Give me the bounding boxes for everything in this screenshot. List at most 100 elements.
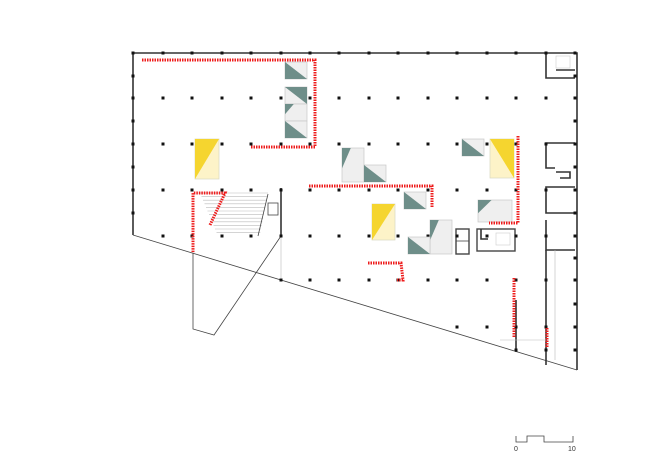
column (190, 96, 194, 100)
column (573, 188, 577, 192)
column (396, 51, 400, 55)
core-shaft (461, 138, 485, 157)
column (131, 142, 135, 146)
atrium-void (489, 138, 515, 179)
column (279, 188, 283, 192)
column (544, 96, 548, 100)
column (279, 51, 283, 55)
triangle-marker (285, 121, 307, 138)
column (426, 142, 430, 146)
column (573, 211, 577, 215)
column (367, 234, 371, 238)
column (308, 188, 312, 192)
column (131, 165, 135, 169)
triangle-marker (408, 237, 430, 254)
core-shaft (363, 164, 387, 183)
column (455, 278, 459, 282)
column (426, 188, 430, 192)
column (514, 234, 518, 238)
auditorium-stairs (200, 188, 282, 237)
scale-end-label: 10 (568, 446, 576, 453)
column (573, 51, 577, 55)
barrier-line (489, 136, 520, 225)
column (220, 234, 224, 238)
column (573, 348, 577, 352)
column (514, 96, 518, 100)
column (161, 142, 165, 146)
triangle-marker (342, 148, 351, 169)
core-shaft (407, 236, 431, 255)
column (544, 234, 548, 238)
column (426, 51, 430, 55)
column (544, 142, 548, 146)
core-shaft (284, 86, 308, 105)
column (308, 278, 312, 282)
column (426, 278, 430, 282)
column (190, 51, 194, 55)
column (131, 119, 135, 123)
column (455, 188, 459, 192)
column (161, 51, 165, 55)
column (131, 96, 135, 100)
column (220, 51, 224, 55)
column (544, 325, 548, 329)
triangle-marker (372, 204, 395, 240)
column (544, 188, 548, 192)
column (573, 165, 577, 169)
column (131, 51, 135, 55)
column (573, 302, 577, 306)
column (514, 325, 518, 329)
column (455, 234, 459, 238)
column (396, 234, 400, 238)
column (249, 234, 253, 238)
column (514, 142, 518, 146)
atrium-void (371, 203, 396, 241)
column (308, 142, 312, 146)
column (426, 96, 430, 100)
column (337, 234, 341, 238)
column (220, 188, 224, 192)
column (485, 188, 489, 192)
column (514, 278, 518, 282)
column (279, 96, 283, 100)
column (131, 188, 135, 192)
triangle-marker (285, 62, 307, 79)
scale-start-label: 0 (514, 446, 518, 453)
column (367, 51, 371, 55)
column (485, 96, 489, 100)
core-shaft (284, 103, 308, 122)
column (573, 325, 577, 329)
column (367, 188, 371, 192)
column (249, 51, 253, 55)
triangle-marker (195, 139, 219, 179)
triangle-marker (285, 87, 307, 104)
column (573, 142, 577, 146)
core-shaft (341, 147, 365, 183)
triangle-marker (404, 192, 426, 209)
barrier-line (191, 191, 228, 253)
column (190, 142, 194, 146)
column (279, 278, 283, 282)
column (337, 51, 341, 55)
column (485, 234, 489, 238)
column (544, 278, 548, 282)
column (485, 142, 489, 146)
column (161, 96, 165, 100)
scale-bar: 0 10 (514, 435, 576, 453)
column (161, 188, 165, 192)
column (573, 119, 577, 123)
atrium-void (194, 138, 220, 180)
column (455, 51, 459, 55)
column (367, 278, 371, 282)
core-shaft (403, 191, 427, 210)
barrier-line (142, 58, 317, 149)
column (396, 96, 400, 100)
triangle-marker (462, 139, 484, 156)
barrier-line (309, 184, 434, 208)
column (514, 51, 518, 55)
column (426, 234, 430, 238)
core-shaft (284, 61, 308, 80)
column (279, 234, 283, 238)
column (396, 188, 400, 192)
